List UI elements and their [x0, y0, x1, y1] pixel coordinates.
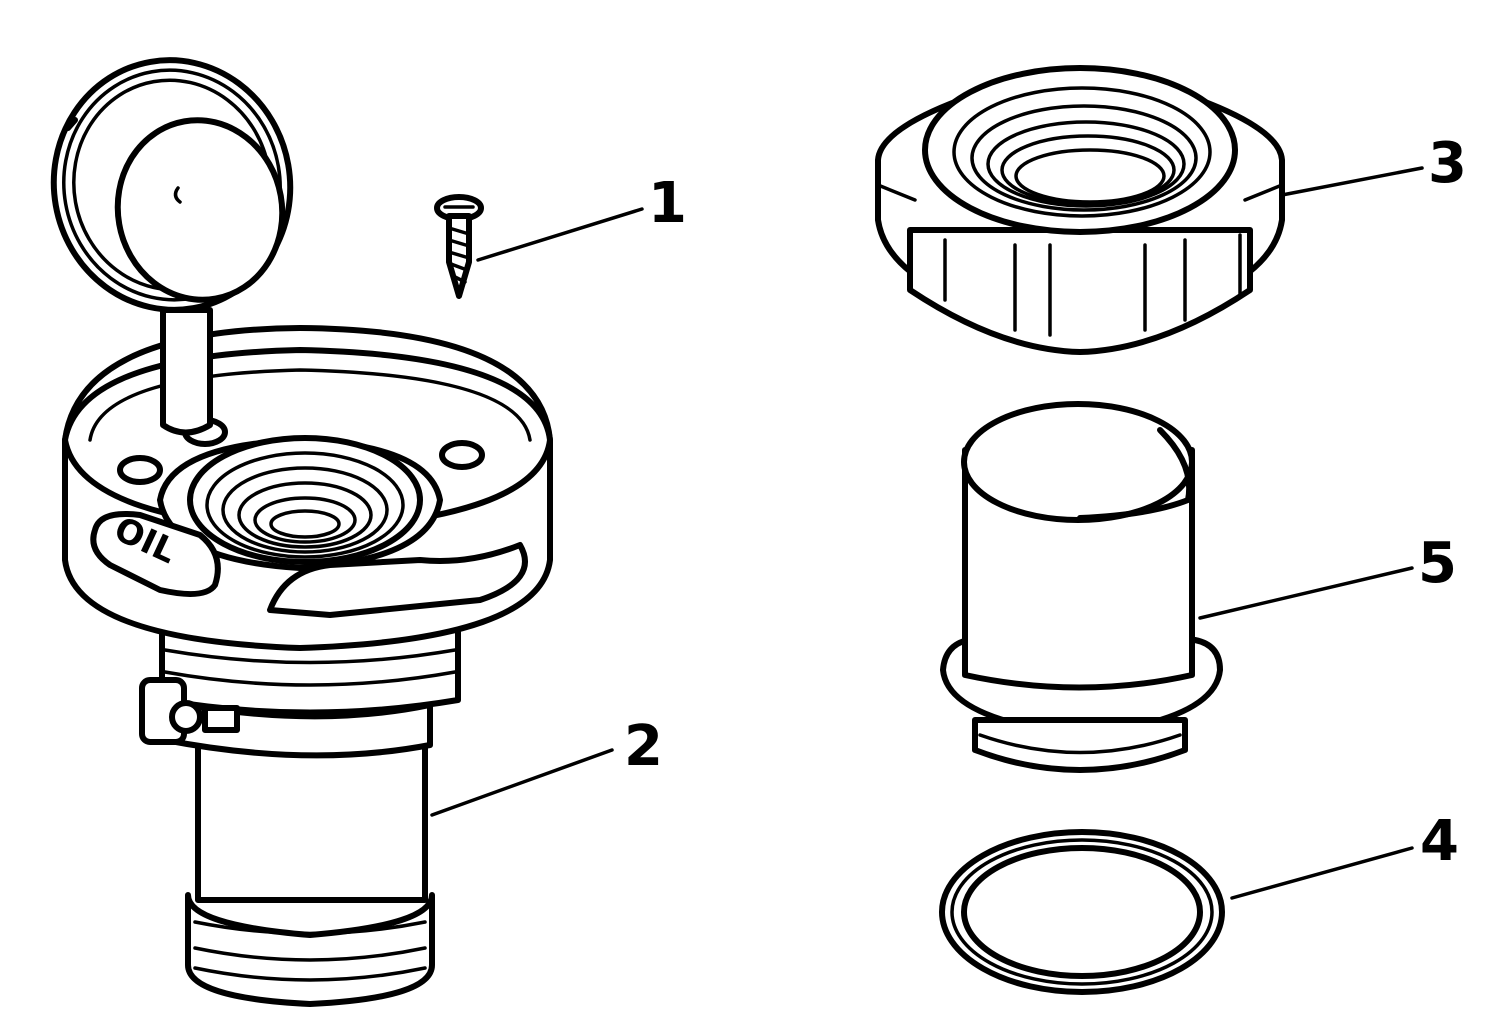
leader-line-1 [476, 207, 644, 262]
callout-4: 4 [1420, 809, 1459, 874]
part-2-filler-fitting: OIL [50, 57, 553, 1007]
part-1-screw [434, 194, 484, 299]
leader-line-3 [1280, 166, 1424, 197]
leader-line-4 [1230, 846, 1414, 900]
fitting-cap [50, 57, 294, 313]
part-5-sleeve [940, 401, 1223, 773]
callout-3: 3 [1428, 131, 1467, 196]
part-3-nut [875, 65, 1285, 355]
part-4-o-ring [939, 829, 1225, 995]
callout-2: 2 [624, 714, 663, 779]
callout-labels: 1 2 3 4 5 [624, 131, 1467, 874]
leader-lines [430, 166, 1424, 900]
callout-5: 5 [1418, 531, 1457, 596]
leader-line-2 [430, 748, 614, 817]
callout-1: 1 [648, 171, 687, 236]
leader-line-5 [1198, 566, 1414, 620]
